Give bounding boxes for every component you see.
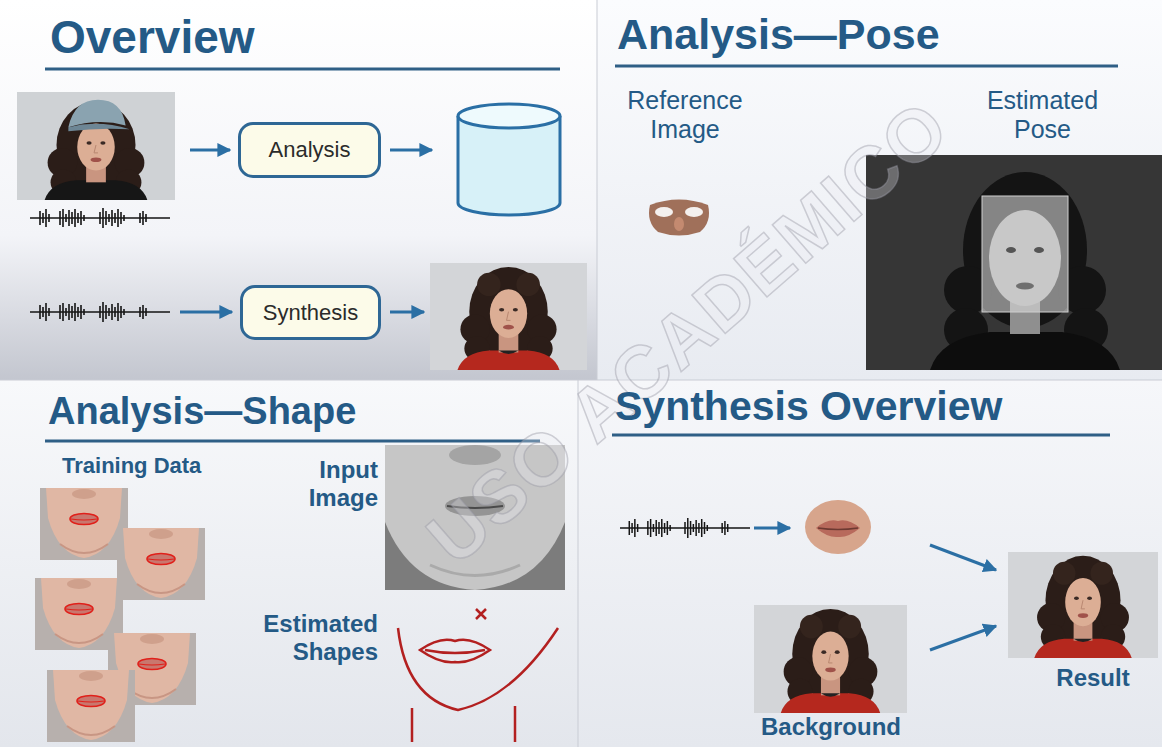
heading-underline [45, 68, 560, 71]
result-photo [1008, 552, 1158, 658]
eye [655, 207, 673, 217]
speaker-photo [17, 92, 175, 200]
pose-illustration [649, 155, 1162, 370]
heading-underline [612, 434, 1110, 437]
overview-illustration [17, 92, 587, 370]
flow-arrow [930, 545, 996, 570]
image-label-text: Reference Image [605, 86, 765, 144]
slide-panel: Analysis—Pose [597, 0, 1162, 380]
image-label: Input Image [262, 456, 378, 511]
training-image [40, 488, 128, 560]
cylinder-body [458, 116, 560, 215]
heading-underline [45, 440, 540, 443]
panel-divider [0, 380, 1162, 381]
image-label-text: Estimated Pose [955, 86, 1130, 144]
watermark: USO ACADÉMICO [411, 83, 965, 580]
eye [1006, 247, 1016, 253]
heading-underline [615, 65, 1118, 68]
panel-ground [597, 0, 1162, 380]
training-image [47, 670, 135, 742]
flow-arrow [754, 527, 790, 530]
photo-ground [385, 445, 565, 590]
hair [963, 172, 1087, 328]
box-label: Analysis [269, 137, 351, 162]
audio-waveform [620, 518, 750, 538]
flow-arrow [390, 149, 432, 152]
audio-waveform [30, 302, 170, 322]
process-box: Analysis [238, 122, 381, 178]
jaw-contour [398, 628, 558, 710]
mouth-patch [805, 500, 871, 554]
image-label: Training Data [62, 453, 282, 478]
panel-heading: Analysis—Shape [48, 390, 356, 433]
audio-waveform [30, 208, 170, 228]
image-label: Estimated Pose [955, 86, 1130, 144]
lip-line [447, 506, 503, 508]
neck-contour [412, 706, 515, 742]
synthesis-illustration [620, 500, 1158, 713]
image-label: Result [1028, 664, 1158, 692]
panel-ground [578, 380, 1162, 747]
flow-arrow [390, 311, 424, 314]
box-label: Synthesis [263, 300, 358, 325]
eye [685, 207, 703, 217]
shirt [930, 332, 1120, 370]
input-image [385, 445, 565, 590]
watermark-text: USO ACADÉMICO [411, 83, 965, 580]
panel-ground [0, 0, 597, 380]
face [385, 445, 565, 590]
image-label: Estimated Shapes [222, 610, 378, 665]
panel-divider [597, 0, 598, 380]
slide-panel: Analysis—Shape [0, 380, 578, 747]
image-label-text: Estimated Shapes [222, 610, 378, 665]
flow-arrow [930, 626, 996, 650]
photo-ground [866, 155, 1162, 370]
pose-box [982, 196, 1068, 312]
mouth-image [805, 500, 871, 554]
background-photo [754, 605, 907, 713]
nose-mark [476, 609, 486, 619]
nose [674, 217, 684, 231]
flow-arrow [190, 149, 230, 152]
reference-face-patch [649, 200, 709, 236]
image-label: Background [740, 713, 922, 741]
pose-photo [866, 155, 1162, 370]
flow-arrow [180, 311, 232, 314]
panel-heading: Overview [50, 12, 255, 64]
chin-line [430, 565, 520, 576]
cylinder-top [458, 104, 560, 128]
training-image [117, 528, 205, 600]
image-label: Reference Image [605, 86, 765, 144]
panel-heading: Analysis—Pose [617, 10, 940, 58]
slide-panel: Synthesis Overview [578, 380, 1162, 747]
process-box: Synthesis [240, 285, 381, 340]
face-patch [649, 200, 709, 236]
synthesized-photo [430, 263, 587, 370]
shape-illustration [35, 445, 565, 742]
lips [816, 520, 860, 537]
database-cylinder [458, 104, 560, 215]
lip-contour [420, 640, 490, 663]
image-label-text: Result [1028, 664, 1158, 692]
lip-line [818, 528, 858, 530]
lips [445, 496, 505, 516]
panel-ground [0, 380, 578, 747]
slide-panel: AnalysisSynthesis Overview [0, 0, 597, 380]
image-label-text: Training Data [62, 453, 282, 478]
lip-contour [425, 650, 485, 653]
flow-arrows [754, 528, 996, 650]
eye [1034, 247, 1044, 253]
image-label-text: Input Image [262, 456, 378, 511]
panel-heading: Synthesis Overview [615, 384, 1002, 430]
estimated-shape-drawing [398, 609, 558, 742]
image-label-text: Background [740, 713, 922, 741]
mouth [1016, 283, 1034, 290]
panel-divider [578, 380, 579, 747]
nose-shadow [449, 445, 501, 465]
